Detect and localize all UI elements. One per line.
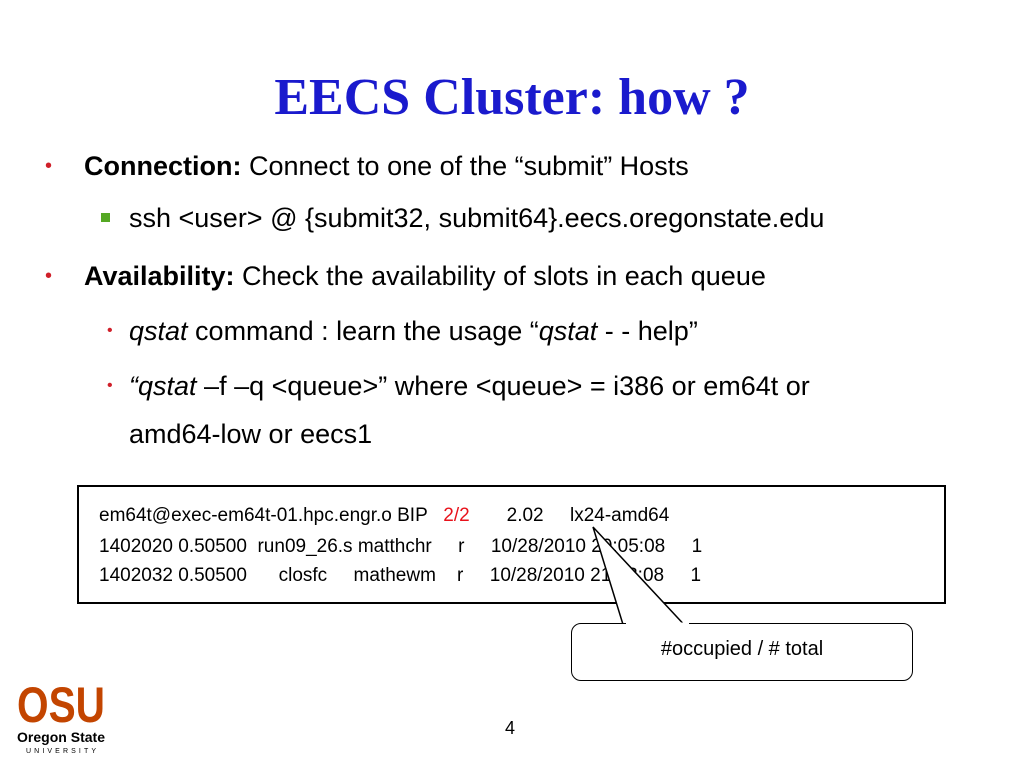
callout-text: #occupied / # total	[660, 638, 824, 660]
qstat-command: qstat	[129, 316, 188, 346]
logo-line1: Oregon State	[17, 729, 105, 745]
sub-bullet-qstat-queue: “qstat –f –q <queue>” where <queue> = i3…	[129, 370, 810, 402]
queue-name: em64t@exec-em64t-01.hpc.engr.o BIP	[99, 505, 444, 526]
bullet-dot-icon: •	[45, 155, 53, 177]
logo-line2: UNIVERSITY	[26, 748, 96, 755]
bullet-dot-icon: •	[45, 265, 53, 287]
terminal-row-job: 1402020 0.50500 run09_26.s matthchr r 10…	[99, 536, 703, 557]
qstat-help-text: command : learn the usage “	[187, 316, 539, 346]
sub-bullet-qstat-help: qstat command : learn the usage “qstat -…	[129, 315, 698, 347]
qstat-queue-text: –f –q <queue>” where <queue> = i386 or e…	[196, 371, 810, 401]
bullet-list: • Connection: Connect to one of the “sub…	[45, 150, 825, 449]
sub-bullet-dot-icon: •	[107, 377, 113, 394]
square-bullet-icon	[101, 213, 110, 222]
bullet-availability: Availability: Check the availability of …	[84, 260, 766, 292]
terminal-row-job: 1402032 0.50500 closfc mathewm r 10/28/2…	[99, 565, 702, 586]
slide-title: EECS Cluster: how ?	[274, 69, 750, 126]
bullet-availability-label: Availability:	[84, 261, 235, 291]
sub-bullet-ssh: ssh <user> @ {submit32, submit64}.eecs.o…	[129, 203, 825, 233]
bullet-connection: Connection: Connect to one of the “submi…	[84, 150, 689, 182]
logo-mark: OSU	[17, 677, 105, 733]
bullet-connection-label: Connection:	[84, 151, 242, 181]
sub-bullet-dot-icon: •	[107, 322, 113, 339]
page-number: 4	[505, 718, 516, 738]
bullet-connection-text: Connect to one of the “submit” Hosts	[241, 151, 689, 181]
terminal-output-box: em64t@exec-em64t-01.hpc.engr.o BIP 2/2 2…	[77, 485, 946, 604]
sub-bullet-qstat-queue-cont: amd64-low or eecs1	[129, 419, 373, 449]
slot-count: 2/2	[443, 505, 470, 526]
queue-load-arch: 2.02 lx24-amd64	[469, 505, 670, 526]
osu-logo: OSU Oregon State UNIVERSITY	[17, 677, 105, 755]
bullet-availability-text: Check the availability of slots in each …	[234, 261, 766, 291]
qstat-help-text-end: - - help”	[597, 316, 698, 346]
qstat-command: qstat	[538, 316, 598, 346]
qstat-command: qstat	[138, 371, 197, 401]
quote-mark: “	[129, 371, 138, 401]
terminal-row-queue: em64t@exec-em64t-01.hpc.engr.o BIP 2/2 2…	[99, 505, 669, 527]
callout-box: #occupied / # total	[571, 623, 913, 681]
